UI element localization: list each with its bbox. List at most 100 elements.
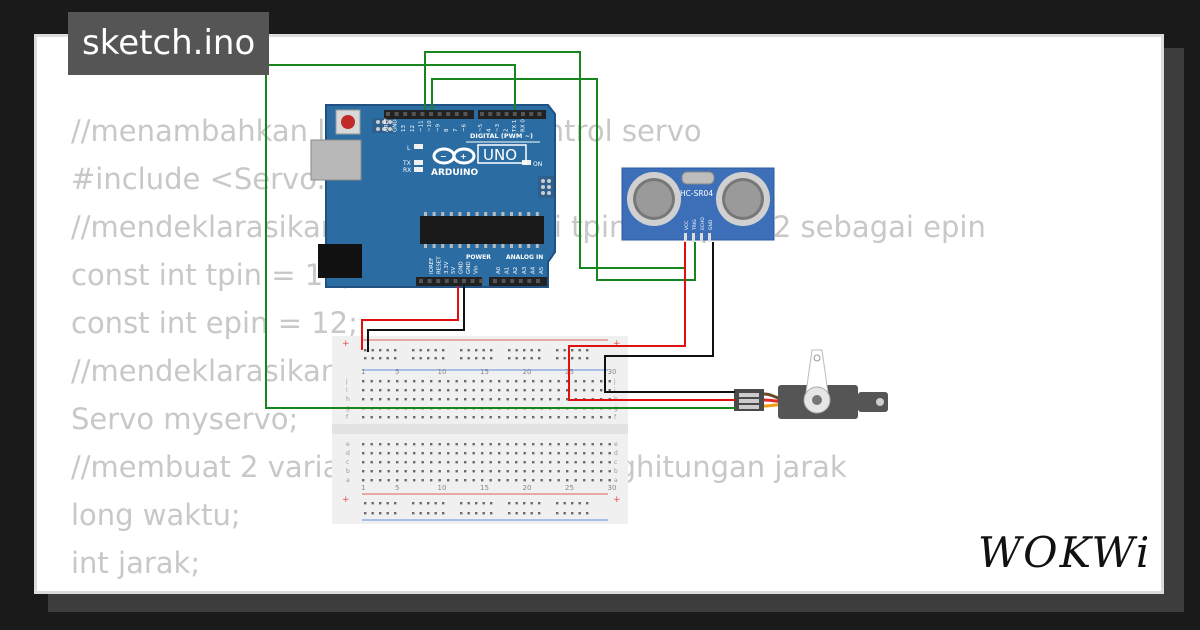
analog-pin-label: A5 — [539, 266, 545, 274]
wire-sensor-vcc-red — [568, 242, 735, 401]
svg-text:+: + — [460, 152, 467, 161]
wire-echo-green — [431, 78, 696, 281]
breadboard-power-rails: + + + + — [342, 339, 621, 521]
code-line[interactable]: int jarak; — [71, 546, 201, 580]
wire-5v-red — [361, 286, 459, 350]
analog-pin-label: A4 — [530, 266, 536, 274]
svg-text:+: + — [613, 495, 621, 505]
sensor-pin-label: VCC — [684, 221, 690, 230]
board-brand: ARDUINO — [431, 168, 479, 178]
power-label: POWER — [466, 254, 491, 261]
svg-text:+: + — [613, 339, 621, 349]
svg-text:+: + — [342, 339, 350, 349]
row-letter: f — [614, 414, 617, 421]
power-pin-label: IOREF — [429, 258, 435, 274]
wire-sensor-gnd-black — [604, 242, 735, 393]
digital-pin-label: RX 0 — [521, 119, 527, 132]
power-pin-label: GND — [459, 261, 465, 274]
analog-label: ANALOG IN — [506, 254, 543, 261]
row-letter: b — [346, 468, 350, 475]
wokwi-logo: WOKWi — [978, 528, 1152, 577]
row-letter: e — [346, 441, 350, 448]
icsp-header-top — [372, 118, 394, 133]
row-letter: j — [613, 378, 616, 385]
row-letter: f — [346, 414, 349, 421]
column-number: 15 — [480, 368, 489, 376]
digital-pin-label: ~6 — [461, 123, 467, 132]
wire-gnd-black — [367, 286, 465, 352]
digital-pin-label: ~9 — [436, 123, 442, 132]
arduino-infinity-logo: − + — [432, 147, 476, 165]
digital-pin-label: 2 — [504, 129, 510, 133]
row-letter: i — [346, 387, 348, 394]
row-letter: a — [346, 477, 350, 484]
digital-pin-label: ~11 — [418, 120, 424, 132]
svg-text:+: + — [342, 495, 350, 505]
digital-pin-label: AREF — [384, 118, 390, 132]
column-number: 1 — [361, 368, 365, 376]
atmega-chip — [420, 212, 544, 248]
digital-pin-label: 12 — [410, 125, 416, 132]
led-label-l: L — [407, 145, 411, 152]
power-pin-label: RESET — [436, 256, 442, 274]
digital-pin-label: GND — [393, 119, 399, 132]
column-number: 15 — [480, 484, 489, 492]
reset-button-cap[interactable] — [341, 115, 355, 129]
digital-header-right[interactable] — [478, 110, 546, 119]
usb-port — [310, 139, 362, 181]
sensor-pins[interactable] — [684, 233, 711, 242]
digital-pin-label: ~10 — [427, 120, 433, 132]
digital-pin-label: ~3 — [495, 123, 501, 132]
dc-jack — [318, 244, 362, 278]
code-line[interactable]: long waktu; — [71, 498, 241, 532]
sensor-pin-label: ECHO — [700, 217, 706, 230]
row-letter: d — [346, 450, 350, 457]
analog-pin-label: A2 — [513, 267, 519, 274]
column-number: 20 — [523, 368, 532, 376]
column-number: 25 — [565, 484, 574, 492]
code-line[interactable]: #include <Servo.h> — [71, 162, 369, 196]
sensor-model-label: HC-SR04 — [680, 189, 713, 198]
crystal — [681, 171, 715, 185]
column-number: 30 — [608, 484, 617, 492]
row-letter: i — [614, 387, 616, 394]
column-number: 30 — [608, 368, 617, 376]
column-number: 10 — [438, 368, 447, 376]
board-model: UNO — [483, 146, 517, 164]
analog-header[interactable] — [489, 277, 547, 286]
power-pin-label: 5V — [451, 267, 457, 274]
code-line[interactable]: const int epin = 12; — [71, 306, 358, 340]
row-letter: c — [614, 459, 617, 466]
power-pin-label: 3.3V — [444, 261, 450, 274]
digital-pin-label: 7 — [453, 128, 459, 132]
power-header[interactable] — [416, 277, 482, 286]
digital-pin-label: 4 — [487, 128, 493, 132]
digital-pin-label: ~5 — [478, 123, 484, 132]
code-line[interactable]: Servo myservo; — [71, 402, 299, 436]
svg-text:−: − — [440, 152, 447, 161]
on-led-label: ON — [533, 161, 542, 168]
transducer-right — [716, 172, 770, 226]
row-letter: h — [346, 396, 350, 403]
digital-pin-label: TX 1 — [512, 120, 518, 133]
led-label-rx: RX — [403, 167, 411, 174]
analog-pin-label: A0 — [496, 266, 502, 274]
file-tab-sketch[interactable]: sketch.ino — [68, 12, 270, 75]
analog-pin-label: A3 — [522, 266, 528, 274]
digital-label: DIGITAL (PWM ~) — [470, 132, 533, 140]
column-number: 5 — [395, 368, 399, 376]
row-letter: b — [614, 468, 618, 475]
row-letter: j — [345, 378, 348, 385]
column-number: 10 — [438, 484, 447, 492]
analog-pin-label: A1 — [505, 267, 511, 274]
servo-motor[interactable] — [734, 349, 888, 419]
code-preview-card: //menambahkan library untuk kontrol serv… — [34, 34, 1164, 594]
